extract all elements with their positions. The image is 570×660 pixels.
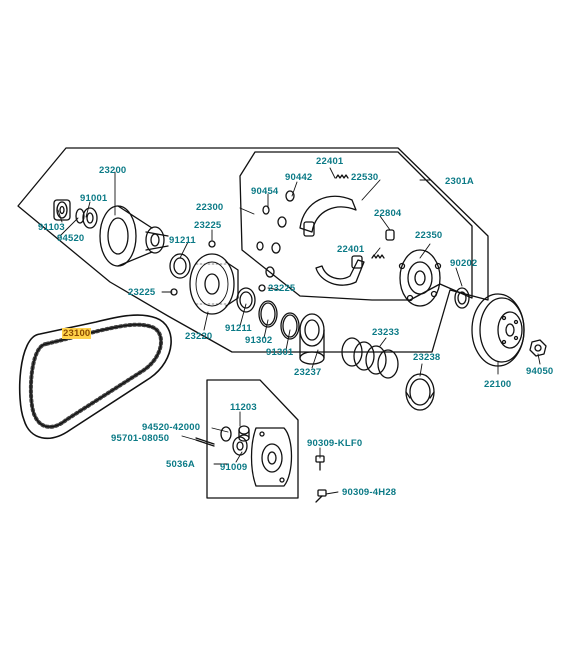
clutch-shoes-22530 <box>299 195 365 286</box>
clutch-outer-22100 <box>471 293 525 367</box>
pin-95701-08050 <box>195 437 215 447</box>
label-90442: 90442 <box>285 172 313 183</box>
label-91103: 91103 <box>38 222 65 233</box>
label-22350: 22350 <box>415 230 443 241</box>
label-23238: 23238 <box>413 352 441 363</box>
cap-23238 <box>405 373 435 411</box>
main-assembly-outline <box>17 147 489 353</box>
label-94050: 94050 <box>526 366 554 377</box>
label-22401-upper: 22401 <box>316 156 344 167</box>
label-23200: 23200 <box>99 165 127 176</box>
drive-belt <box>18 314 172 439</box>
label-22401-lower: 22401 <box>337 244 365 255</box>
fasteners-90442-90454 <box>256 190 295 278</box>
label-94520-42000: 94520-42000 <box>142 422 201 433</box>
label-23225-right: 23225 <box>268 283 296 294</box>
label-23233: 23233 <box>372 327 400 338</box>
label-23220: 23220 <box>185 331 213 342</box>
cover-5036A <box>250 427 293 487</box>
label-23237: 23237 <box>294 367 322 378</box>
washer-91211-lower <box>236 287 256 313</box>
bearing-91103 <box>53 199 71 221</box>
label-22300: 22300 <box>196 202 224 213</box>
kick-group-outline <box>206 379 299 499</box>
label-90309-4H28: 90309-4H28 <box>342 487 397 498</box>
ring-94520 <box>75 208 85 224</box>
label-91009: 91009 <box>220 462 248 473</box>
ring-90202 <box>454 287 470 309</box>
label-91301: 91301 <box>266 347 294 358</box>
oring-91301 <box>280 312 300 340</box>
bolt-90309-KLF0 <box>315 455 325 471</box>
bearing-91001 <box>82 207 98 229</box>
label-11203: 11203 <box>230 402 257 413</box>
spring-23233 <box>341 337 399 379</box>
label-90309-KLF0: 90309-KLF0 <box>307 438 363 449</box>
drive-face-23200 <box>99 205 169 267</box>
part-22804 <box>385 229 395 241</box>
label-95701-08050: 95701-08050 <box>111 433 170 444</box>
movable-drive-face-23220 <box>189 253 239 315</box>
bolt-90309-4H28 <box>315 489 327 503</box>
spring-22401-upper <box>335 174 349 179</box>
pin-23225-left <box>170 288 178 296</box>
label-5036A: 5036A <box>166 459 195 470</box>
label-90202: 90202 <box>450 258 478 269</box>
washer-91211-upper <box>169 253 191 279</box>
spring-22401-lower <box>371 254 385 259</box>
label-23100-highlighted: 23100 <box>62 328 92 339</box>
label-22100: 22100 <box>484 379 512 390</box>
label-91001: 91001 <box>80 193 108 204</box>
nut-94050 <box>529 339 547 357</box>
label-22804: 22804 <box>374 208 402 219</box>
label-23225-upper: 23225 <box>194 220 222 231</box>
clip-94520-42000 <box>220 426 232 442</box>
label-2301A: 2301A <box>445 176 474 187</box>
label-90454: 90454 <box>251 186 279 197</box>
oring-91302 <box>258 300 278 328</box>
pin-23225-right <box>258 284 266 292</box>
label-91211-upper: 91211 <box>169 235 196 246</box>
label-91302: 91302 <box>245 335 273 346</box>
clutch-plate-22350 <box>398 249 442 307</box>
label-22530: 22530 <box>351 172 379 183</box>
label-23225-left: 23225 <box>128 287 156 298</box>
pin-23225-upper <box>208 240 216 248</box>
label-94520: 94520 <box>57 233 85 244</box>
label-91211-lower: 91211 <box>225 323 252 334</box>
collar-23237 <box>299 313 325 365</box>
bearing-91009 <box>232 436 248 456</box>
